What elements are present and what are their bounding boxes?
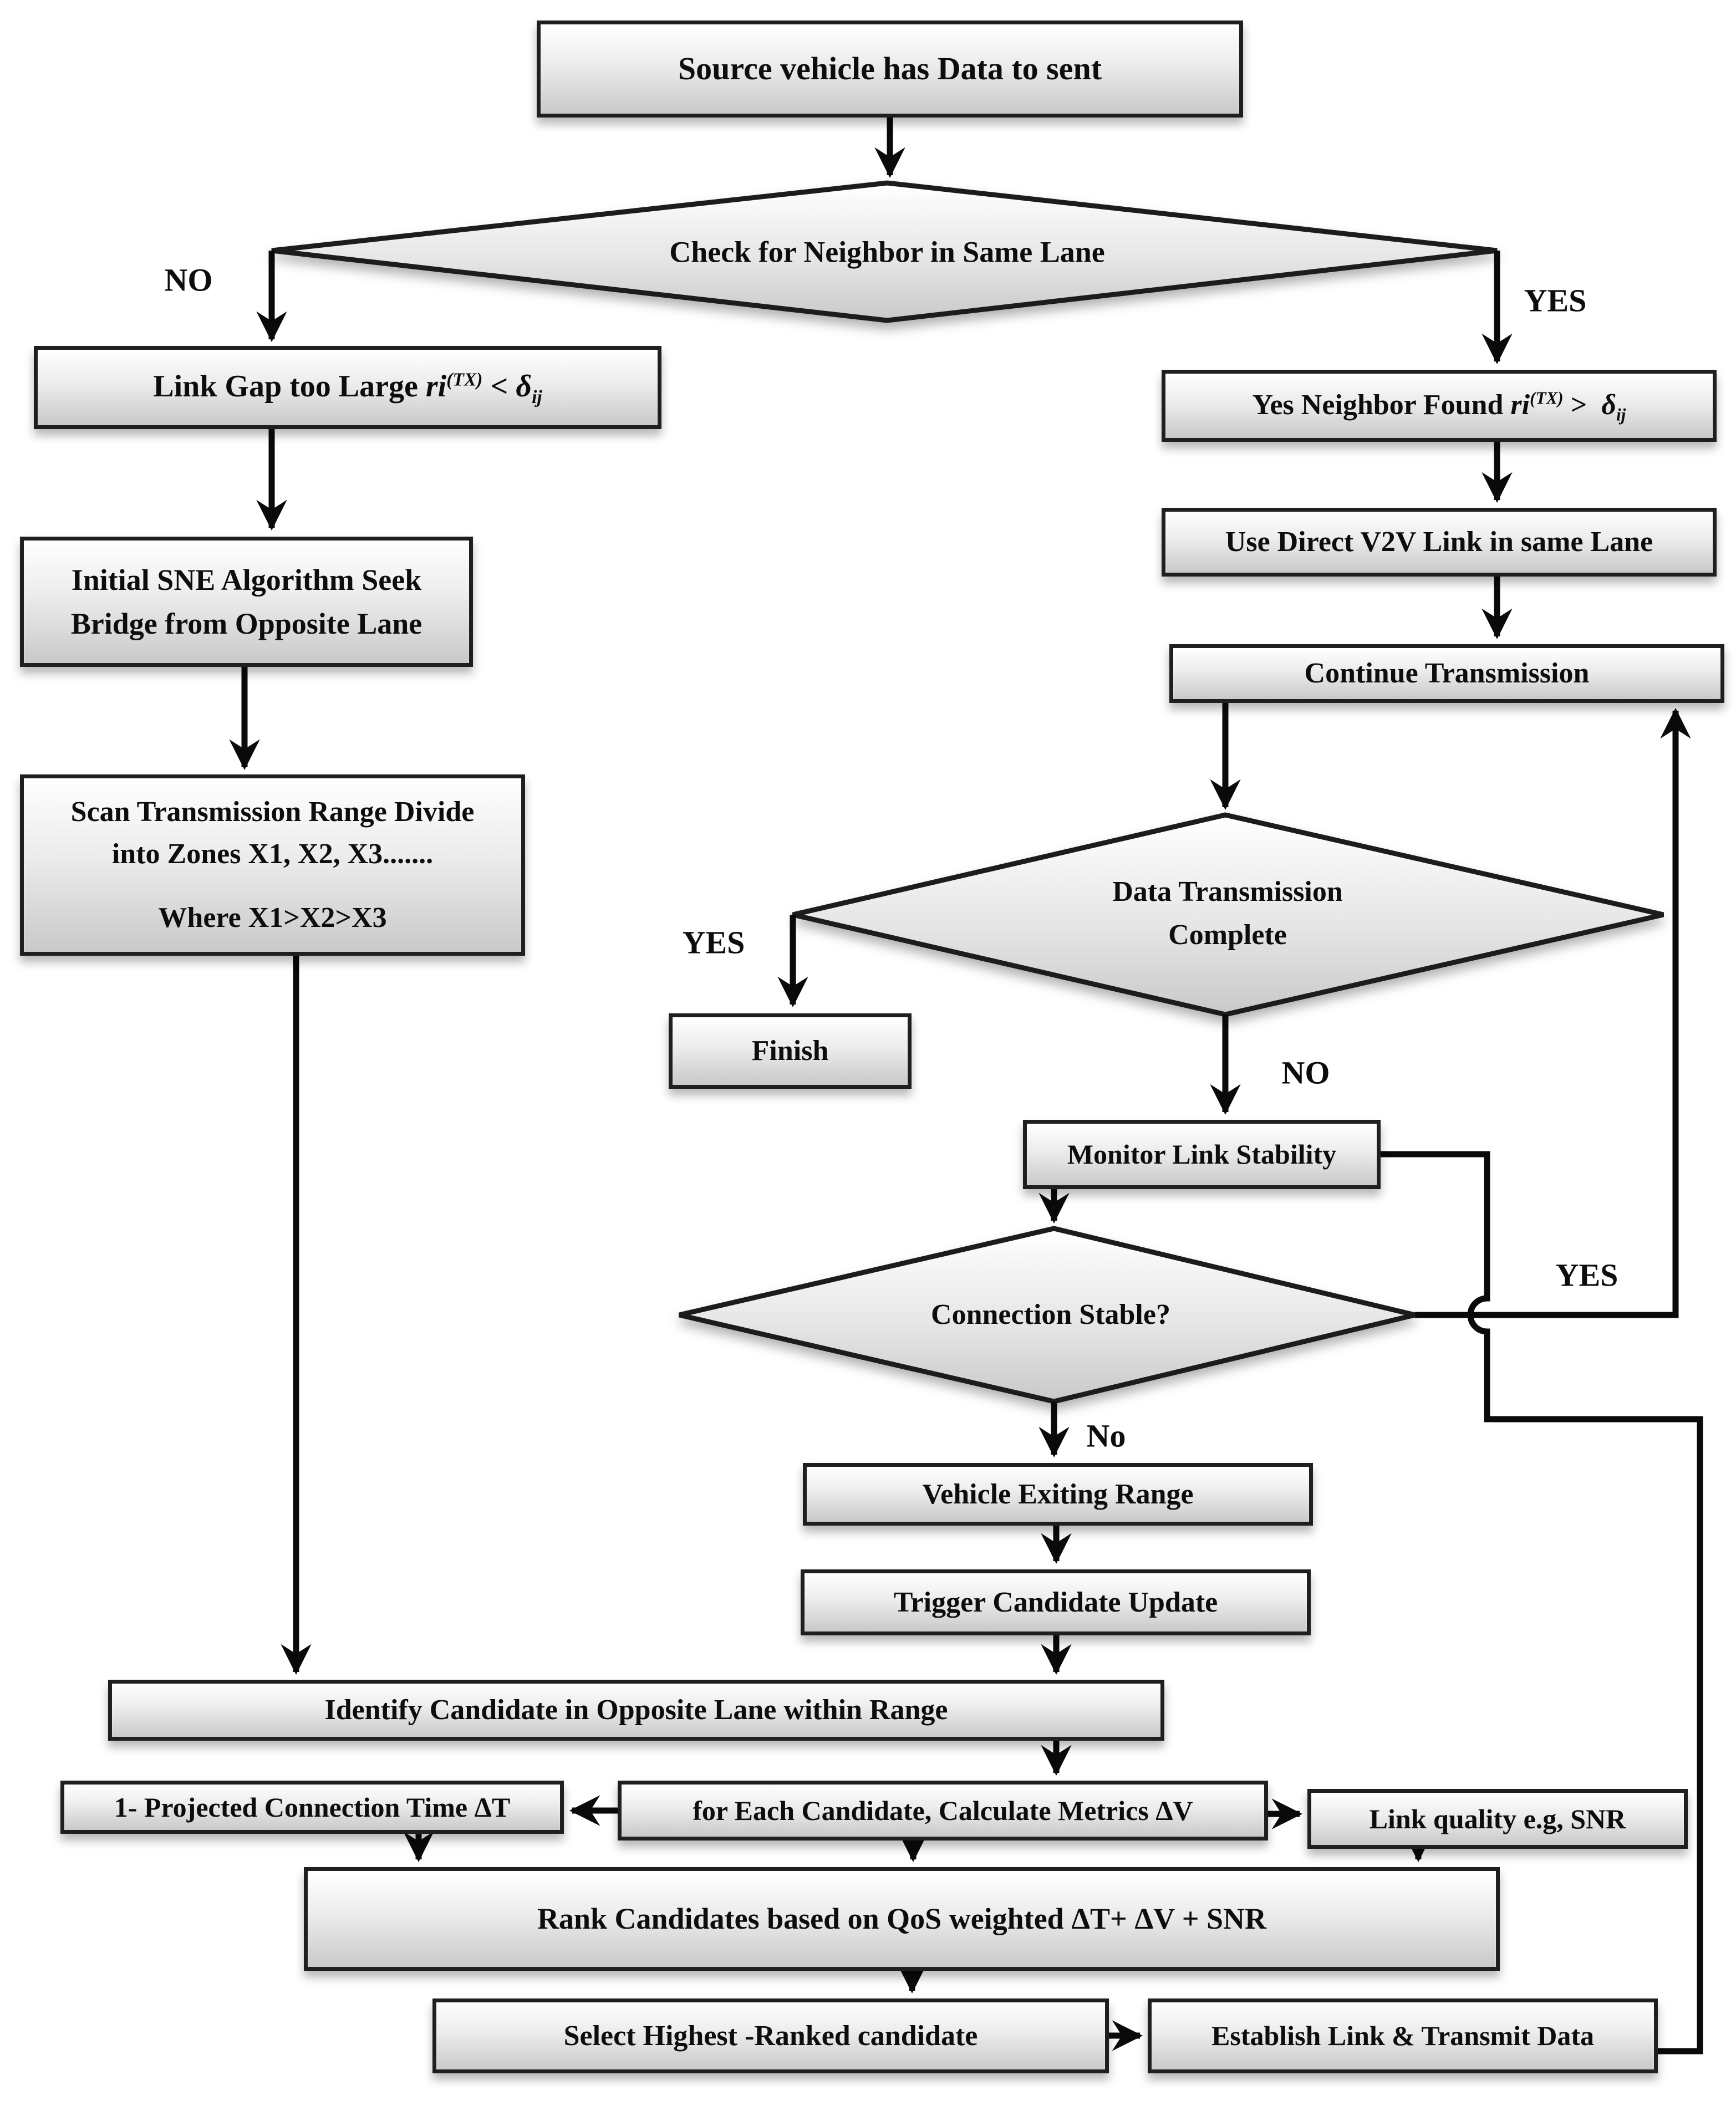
edge-label-yes-2: YES	[682, 924, 745, 961]
node-trigger-update-label: Trigger Candidate Update	[893, 1586, 1218, 1618]
diamond-check-neighbor	[271, 180, 1498, 323]
node-finish: Finish	[669, 1013, 912, 1089]
node-select-label: Select Highest -Ranked candidate	[563, 2020, 978, 2052]
yes-neighbor-text: Yes Neighbor Found	[1252, 389, 1511, 421]
node-use-direct: Use Direct V2V Link in same Lane	[1162, 508, 1717, 577]
node-finish-label: Finish	[751, 1035, 829, 1067]
node-use-direct-label: Use Direct V2V Link in same Lane	[1225, 526, 1653, 558]
link-gap-text: Link Gap too Large	[153, 369, 426, 404]
link-gap-sub: ij	[532, 386, 542, 407]
node-yes-neighbor-label: Yes Neighbor Found ri(TX) > δij	[1253, 384, 1626, 427]
node-select: Select Highest -Ranked candidate	[432, 1998, 1109, 2073]
yes-neighbor-sub: ij	[1616, 405, 1626, 425]
diamond-data-complete-line1: Data Transmission	[1112, 876, 1343, 907]
diamond-connection-stable-label: Connection Stable?	[931, 1299, 1170, 1330]
node-monitor-label: Monitor Link Stability	[1067, 1139, 1337, 1170]
node-continue-tx: Continue Transmission	[1169, 644, 1724, 703]
link-gap-delta: δ	[516, 369, 532, 404]
node-projected-time-label: 1- Projected Connection Time ΔT	[114, 1791, 511, 1823]
link-gap-var: ri	[425, 369, 447, 404]
edge-label-no-1: NO	[164, 262, 213, 298]
yes-neighbor-op: >	[1563, 389, 1602, 421]
node-projected-time: 1- Projected Connection Time ΔT	[60, 1781, 564, 1834]
node-continue-tx-label: Continue Transmission	[1304, 657, 1590, 690]
diamond-data-complete-label: Data Transmission Complete	[1112, 870, 1343, 957]
node-link-gap: Link Gap too Large ri(TX) < δij	[34, 346, 661, 429]
edge-monitor-establish-loop	[1381, 1151, 1703, 2054]
edge-label-yes-3: YES	[1555, 1257, 1618, 1293]
node-link-quality-label: Link quality e.g, SNR	[1369, 1803, 1626, 1834]
node-scan-range: Scan Transmission Range Divide into Zone…	[20, 774, 525, 956]
node-link-quality: Link quality e.g, SNR	[1307, 1789, 1688, 1849]
node-monitor: Monitor Link Stability	[1023, 1120, 1381, 1189]
diamond-check-neighbor-label: Check for Neighbor in Same Lane	[669, 235, 1105, 269]
node-vehicle-exit-label: Vehicle Exiting Range	[922, 1478, 1194, 1510]
node-identify-label: Identify Candidate in Opposite Lane with…	[324, 1694, 948, 1726]
node-establish: Establish Link & Transmit Data	[1148, 1998, 1658, 2073]
node-initial-sne-line2: Bridge from Opposite Lane	[70, 606, 422, 640]
node-scan-range-line3: Where X1>X2>X3	[158, 902, 387, 934]
link-gap-op: <	[482, 369, 516, 404]
decision-diamonds	[271, 180, 1664, 1404]
node-initial-sne: Initial SNE Algorithm Seek Bridge from O…	[20, 537, 473, 667]
node-source: Source vehicle has Data to sent	[537, 21, 1243, 118]
edge-label-no-2: NO	[1281, 1054, 1330, 1091]
yes-neighbor-sup: (TX)	[1530, 388, 1564, 408]
yes-neighbor-var: ri	[1510, 389, 1530, 421]
diamond-data-complete-line2: Complete	[1168, 919, 1287, 951]
node-rank: Rank Candidates based on QoS weighted ΔT…	[304, 1867, 1500, 1971]
node-establish-label: Establish Link & Transmit Data	[1211, 2020, 1594, 2052]
node-link-gap-label: Link Gap too Large ri(TX) < δij	[153, 364, 542, 411]
node-metrics-label: for Each Candidate, Calculate Metrics ΔV	[693, 1794, 1193, 1826]
yes-neighbor-delta: δ	[1601, 389, 1616, 421]
node-yes-neighbor: Yes Neighbor Found ri(TX) > δij	[1162, 370, 1717, 442]
edge-stable-yes-loop	[1415, 707, 1691, 1318]
node-scan-range-line2: into Zones X1, X2, X3.......	[111, 838, 434, 870]
connectors	[229, 118, 1703, 2054]
node-metrics: for Each Candidate, Calculate Metrics ΔV	[618, 1781, 1268, 1841]
node-trigger-update: Trigger Candidate Update	[801, 1569, 1311, 1635]
edge-label-no-3: No	[1086, 1418, 1126, 1454]
node-scan-range-line1: Scan Transmission Range Divide	[70, 796, 475, 828]
link-gap-sup: (TX)	[446, 369, 483, 390]
edge-label-yes-1: YES	[1524, 282, 1587, 319]
node-initial-sne-line1: Initial SNE Algorithm Seek	[71, 563, 422, 597]
node-identify: Identify Candidate in Opposite Lane with…	[108, 1680, 1164, 1741]
node-source-label: Source vehicle has Data to sent	[678, 50, 1102, 87]
node-rank-label: Rank Candidates based on QoS weighted ΔT…	[537, 1902, 1267, 1936]
node-vehicle-exit: Vehicle Exiting Range	[803, 1463, 1313, 1526]
